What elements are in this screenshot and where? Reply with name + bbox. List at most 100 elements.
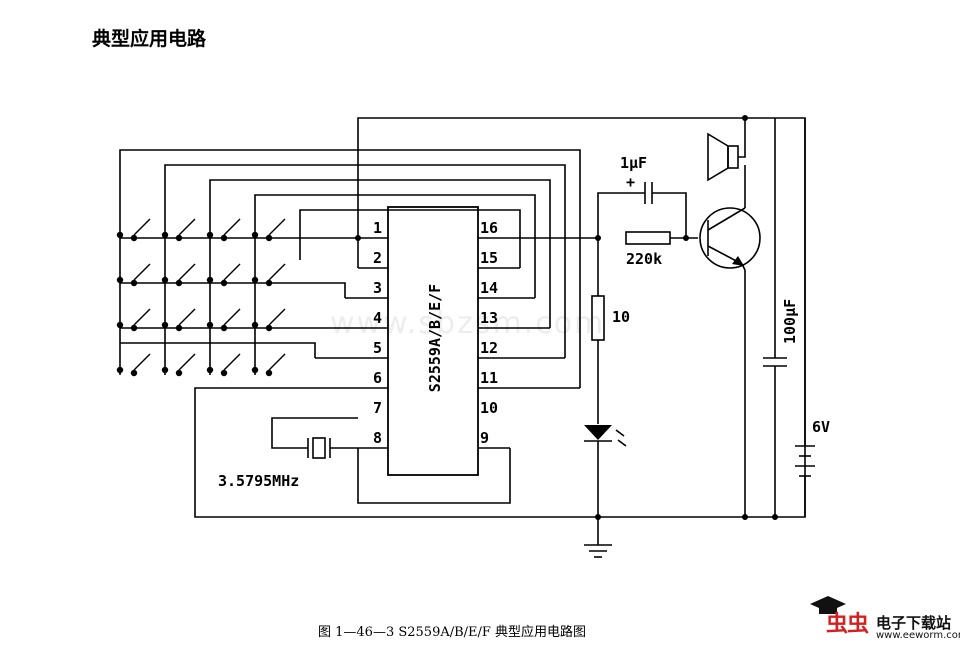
ic-right-pins: 16 15 14 13 12 11 10 9 (480, 219, 498, 447)
keypad-node (251, 231, 259, 239)
ground-icon (584, 544, 612, 558)
pin-label: 6 (373, 369, 382, 387)
capacitor-1uf-label: 1μF (620, 154, 647, 172)
battery-icon (795, 118, 815, 517)
keypad-node (220, 324, 228, 332)
graduation-cap-icon (810, 596, 846, 614)
keypad-node (251, 366, 259, 374)
keypad-node (265, 234, 273, 242)
ic-label: S2559A/B/E/F (426, 284, 444, 392)
right-pin-wires (478, 237, 598, 449)
keypad-switch (268, 263, 286, 281)
pin-label: 16 (480, 219, 498, 237)
resistor-220k (625, 231, 698, 245)
keypad-node (175, 324, 183, 332)
keypad-switch (178, 218, 196, 236)
pin-label: 2 (373, 249, 382, 267)
pin-label: 9 (480, 429, 489, 447)
crystal (271, 417, 358, 459)
keypad-node (161, 366, 169, 374)
keypad-node (206, 276, 214, 284)
capacitor-100uf-label: 100μF (781, 299, 799, 344)
pin-label: 12 (480, 339, 498, 357)
pin6-loop (194, 117, 806, 518)
keypad-node (161, 321, 169, 329)
keypad-node (130, 279, 138, 287)
pin-label: 5 (373, 339, 382, 357)
pin-label: 15 (480, 249, 498, 267)
speaker-icon (707, 118, 746, 182)
keypad-node (220, 234, 228, 242)
emitter-arrow (732, 256, 744, 266)
pin-label: 7 (373, 399, 382, 417)
keypad-node (265, 279, 273, 287)
resistor-10 (591, 238, 605, 424)
figure-caption: 图 1—46—3 S2559A/B/E/F 典型应用电路图 (318, 624, 586, 640)
keypad-switch (268, 353, 286, 371)
keypad-node (265, 324, 273, 332)
keypad-switch (178, 353, 196, 371)
keypad-node (265, 369, 273, 377)
keypad-node (175, 369, 183, 377)
keypad-switch (223, 353, 241, 371)
keypad-node (220, 369, 228, 377)
keypad-node (161, 276, 169, 284)
pin-label: 10 (480, 399, 498, 417)
keypad-switch (133, 218, 151, 236)
capacitor-polarity: + (626, 173, 635, 191)
keypad-node (130, 369, 138, 377)
keypad-node (251, 276, 259, 284)
keypad-switch (178, 308, 196, 326)
crystal-label: 3.5795MHz (218, 472, 299, 490)
keypad-switch (223, 263, 241, 281)
left-pin-wires (315, 237, 388, 449)
site-logo: 虫虫 电子下载站 www.eeworm.com (808, 590, 960, 646)
keypad-node (116, 231, 124, 239)
column-bus (119, 149, 581, 388)
logo-sub-text: 电子下载站 (876, 614, 952, 632)
keypad-switch (268, 218, 286, 236)
keypad-node (175, 279, 183, 287)
keypad-switch (223, 218, 241, 236)
resistor-10-label: 10 (612, 308, 630, 326)
keypad-node (161, 231, 169, 239)
pin-label: 13 (480, 309, 498, 327)
keypad-switch (268, 308, 286, 326)
keypad-switch (178, 263, 196, 281)
resistor-220k-label: 220k (626, 250, 662, 268)
keypad-switch (223, 308, 241, 326)
battery-label: 6V (812, 418, 830, 436)
pin-label: 3 (373, 279, 382, 297)
keypad-node (116, 321, 124, 329)
keypad-node (206, 321, 214, 329)
pin-label: 1 (373, 219, 382, 237)
keypad-node (220, 279, 228, 287)
ic-left-pins: 1 2 3 4 5 6 7 8 (373, 219, 382, 447)
keypad-node (116, 366, 124, 374)
led-icon (584, 425, 627, 545)
keypad-node (116, 276, 124, 284)
logo-url-text: www.eeworm.com (876, 630, 960, 641)
pin-label: 4 (373, 309, 382, 327)
keypad-switch (133, 263, 151, 281)
ic-body (387, 206, 479, 476)
keypad-matrix (116, 218, 286, 377)
keypad-node (206, 366, 214, 374)
keypad-node (251, 321, 259, 329)
capacitor-100uf (763, 118, 787, 517)
keypad-switch (133, 353, 151, 371)
transistor (699, 165, 761, 517)
keypad-node (175, 234, 183, 242)
page-title: 典型应用电路 (92, 28, 207, 50)
keypad-switch (133, 308, 151, 326)
pin-label: 14 (480, 279, 498, 297)
keypad-node (206, 231, 214, 239)
capacitor-1uf (597, 182, 687, 238)
keypad-node (130, 234, 138, 242)
pin-label: 8 (373, 429, 382, 447)
keypad-node (130, 324, 138, 332)
logo-main-text: 虫虫 (826, 612, 869, 637)
pin-label: 11 (480, 369, 498, 387)
watermark: www.sbzsm.com (330, 306, 606, 341)
